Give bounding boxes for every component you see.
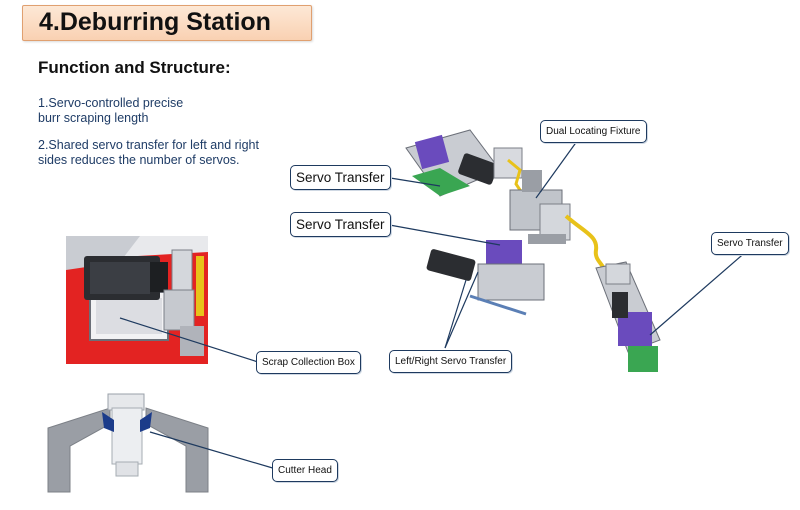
feature-item-1-line2: burr scraping length <box>38 111 149 125</box>
callout-dual-locating-fixture: Dual Locating Fixture <box>540 120 647 143</box>
scrap-collection-photo <box>66 236 208 364</box>
callout-scrap-collection-box: Scrap Collection Box <box>256 351 361 374</box>
station-assembly <box>405 129 661 372</box>
title-banner: 4.Deburring Station <box>22 5 312 41</box>
callout-cutter-head: Cutter Head <box>272 459 338 482</box>
callout-servo-transfer-1: Servo Transfer <box>290 165 391 190</box>
feature-item-1: 1.Servo-controlled precise burr scraping… <box>38 96 288 126</box>
section-heading: Function and Structure: <box>38 58 231 77</box>
feature-item-2-line1: 2.Shared servo transfer for left and rig… <box>38 138 259 152</box>
callout-left-right-servo-transfer: Left/Right Servo Transfer <box>389 350 513 373</box>
page-title: 4.Deburring Station <box>39 8 271 36</box>
feature-item-1-line1: 1.Servo-controlled precise <box>38 96 184 110</box>
callout-servo-transfer-2: Servo Transfer <box>290 212 391 237</box>
callout-servo-transfer-3: Servo Transfer <box>711 232 789 255</box>
feature-item-2-line2: sides reduces the number of servos. <box>38 153 240 167</box>
leader-lines <box>119 136 749 470</box>
feature-item-2: 2.Shared servo transfer for left and rig… <box>38 138 288 168</box>
cutter-head-illustration <box>47 393 209 493</box>
